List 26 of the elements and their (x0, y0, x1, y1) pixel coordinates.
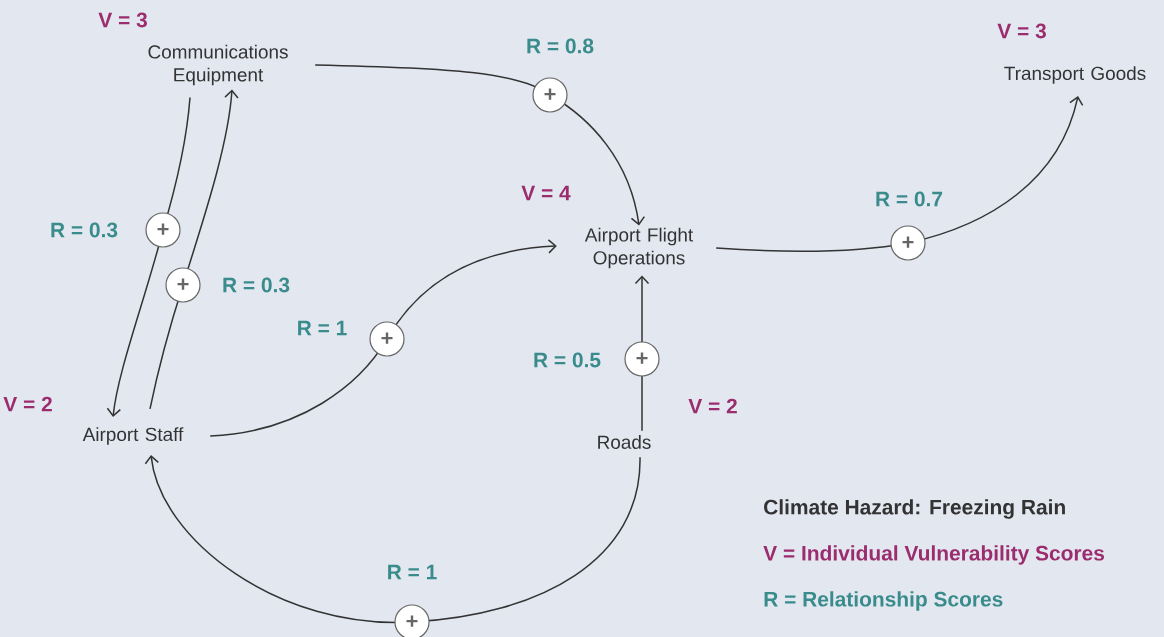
edge-label: R = 1 (298, 320, 347, 336)
arrow (209, 239, 557, 437)
edge-label: R = 1 (388, 564, 437, 580)
score-label: V = 2 (3, 396, 52, 412)
node-label: Airport Flight Operations (584, 227, 693, 269)
arrow (314, 64, 646, 226)
edge-label: R = 0.8 (527, 38, 594, 54)
node-label: Transport Goods (1004, 66, 1146, 84)
arrow (144, 455, 641, 623)
arrow (106, 96, 191, 417)
node-label: Communications Equipment (148, 44, 288, 86)
legend-text: Climate Hazard: Freezing Rain (764, 499, 1065, 519)
score-label: V = 4 (521, 185, 571, 201)
edge-label: R = 0.3 (51, 222, 118, 238)
arrow (715, 96, 1084, 253)
score-label: V = 3 (997, 23, 1046, 39)
edge-label: R = 0.7 (876, 191, 943, 207)
score-label: V = 2 (688, 398, 737, 414)
legend-text: R = Relationship Scores (764, 591, 1003, 611)
edge-label: R = 0.5 (534, 352, 601, 368)
arrow (149, 89, 239, 410)
node-label: Airport Staff (82, 427, 184, 445)
edge-label: R = 0.3 (223, 277, 290, 293)
node-label: Roads (598, 435, 651, 449)
score-label: V = 3 (98, 12, 147, 28)
legend-text: V = Individual Vulnerability Scores (763, 545, 1104, 565)
